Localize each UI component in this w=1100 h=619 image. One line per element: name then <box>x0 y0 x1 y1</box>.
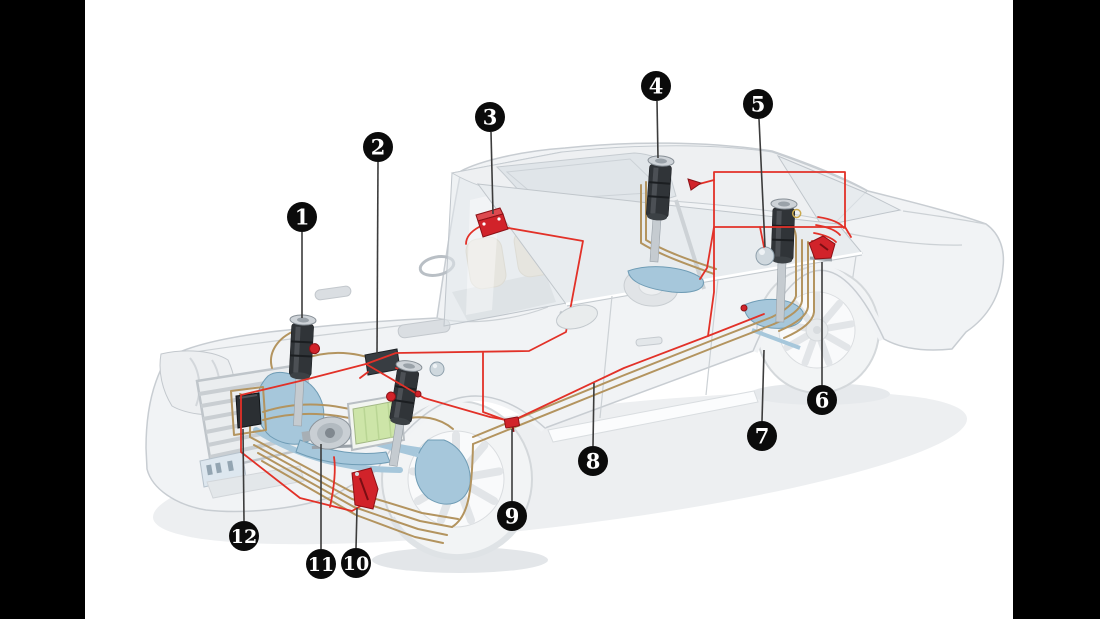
callout-2: 2 <box>363 132 393 357</box>
callout-9: 9 <box>497 429 527 531</box>
callout-number: 4 <box>649 74 664 99</box>
bumper-intake <box>206 465 305 499</box>
plate-characters <box>206 460 234 476</box>
pressure-reservoir-sphere <box>755 246 775 266</box>
callout-marker-icon <box>475 102 505 132</box>
red-clip <box>687 178 703 191</box>
red-clip <box>740 304 748 312</box>
air-strut-front-right <box>385 360 423 467</box>
callout-number: 1 <box>295 205 310 230</box>
callout-5: 5 <box>743 89 773 248</box>
callout-marker-icon <box>363 132 393 162</box>
callout-leader-line <box>592 382 595 447</box>
callout-marker-icon <box>306 549 336 579</box>
b-pillar <box>674 199 706 290</box>
callout-number: 6 <box>815 388 830 413</box>
air-lines <box>239 181 827 544</box>
green-reservoir-box <box>346 393 406 452</box>
callout-leader-line <box>490 131 494 215</box>
red-clip <box>414 390 422 398</box>
callout-marker-icon <box>807 385 837 415</box>
callout-marker-icon <box>229 521 259 551</box>
hood-vent-icon <box>314 285 352 301</box>
callout-number: 5 <box>751 92 766 117</box>
callout-12: 12 <box>229 428 259 551</box>
callout-leader-line <box>376 161 379 357</box>
callout-marker-icon <box>578 446 608 476</box>
callout-number: 3 <box>483 105 498 130</box>
callout-number: 8 <box>586 449 601 474</box>
callout-number: 12 <box>231 526 257 548</box>
door-handle <box>635 336 663 347</box>
callout-number: 7 <box>755 424 770 449</box>
rear-window <box>776 154 902 227</box>
air-strut-front-left <box>288 314 321 427</box>
callout-number: 11 <box>308 554 334 576</box>
compressor <box>301 416 353 450</box>
rear-wheel <box>756 266 880 394</box>
callout-1: 1 <box>287 202 317 318</box>
side-mirror <box>556 304 598 330</box>
callout-11: 11 <box>306 444 336 579</box>
rear-valve-unit <box>808 235 836 262</box>
rocker-sill <box>547 390 759 443</box>
callout-6: 6 <box>807 262 837 415</box>
front-sphere <box>429 361 445 377</box>
letterbox-right <box>1013 0 1100 619</box>
callout-marker-icon <box>287 202 317 232</box>
callout-leader-line <box>761 349 765 422</box>
rear-far-control-arm <box>627 266 704 293</box>
callout-number: 10 <box>343 553 369 575</box>
callout-leader-line <box>758 118 766 248</box>
callout-marker-icon <box>641 71 671 101</box>
callout-marker-icon <box>497 501 527 531</box>
letterbox-left <box>0 0 85 619</box>
callout-10: 10 <box>341 507 371 578</box>
callout-7: 7 <box>747 349 777 451</box>
air-strut-rear-left <box>646 155 675 263</box>
callout-marker-icon <box>747 421 777 451</box>
callout-8: 8 <box>578 382 608 476</box>
front-right-knuckle <box>414 439 471 505</box>
callout-marker-icon <box>341 548 371 578</box>
relay-box <box>235 392 262 429</box>
callout-4: 4 <box>641 71 671 159</box>
relay-box-frame <box>230 386 267 436</box>
callout-marker-icon <box>743 89 773 119</box>
callout-3: 3 <box>475 102 505 215</box>
red-components <box>351 178 836 510</box>
side-details <box>547 255 857 443</box>
harness-connector <box>503 416 520 433</box>
callout-number: 9 <box>505 504 520 529</box>
front-valve-unit <box>351 467 379 510</box>
callout-leader-line <box>656 100 659 159</box>
callout-number: 2 <box>371 135 386 160</box>
suspension-control-unit <box>475 207 509 238</box>
callout-leader-line <box>242 428 245 522</box>
callout-leader-line <box>355 507 358 549</box>
